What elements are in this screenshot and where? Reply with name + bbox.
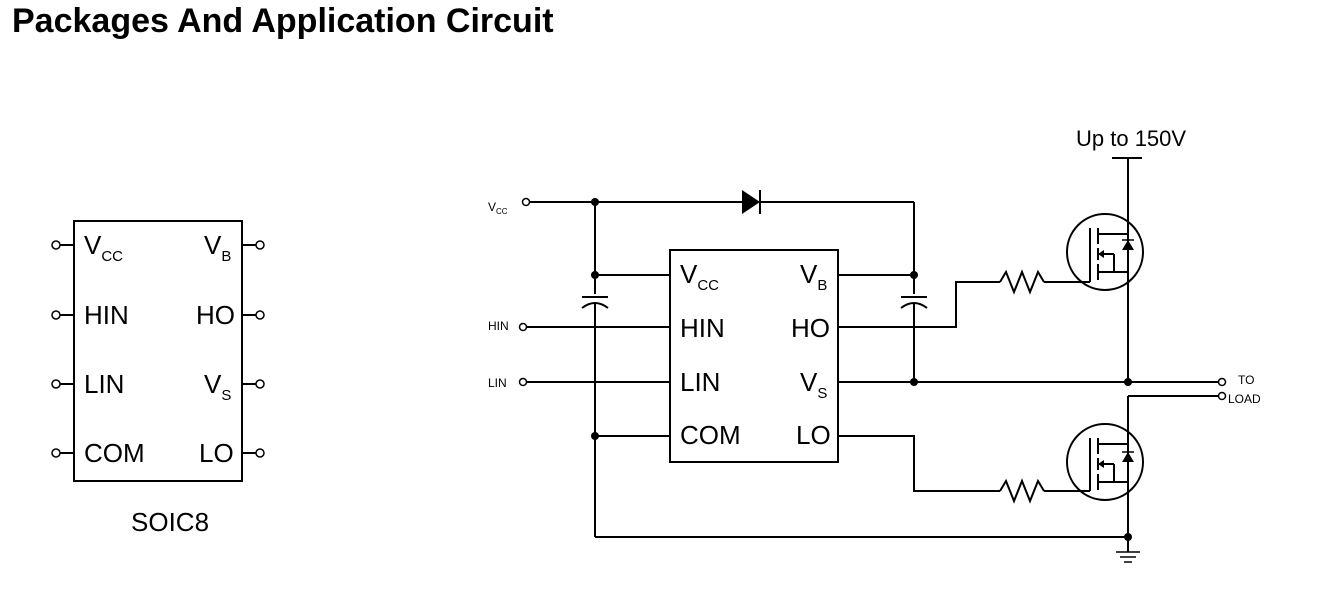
ic-pin-vs: VS: [800, 367, 827, 402]
svg-text:LO: LO: [199, 438, 234, 468]
svg-text:VB: VB: [204, 230, 231, 265]
package-right-pin-6: VS: [204, 369, 265, 404]
svg-text:COM: COM: [84, 438, 145, 468]
ic-pin-lin: LIN: [680, 367, 720, 397]
bootstrap-capacitor-icon: [900, 296, 928, 309]
page-title: Packages And Application Circuit: [12, 2, 554, 40]
high-side-resistor-icon: [999, 269, 1045, 295]
lo-wire: [838, 435, 1000, 492]
ic-pin-vcc: VCC: [680, 259, 719, 294]
output-terminal: [1217, 377, 1227, 387]
package-left-pin-4: COM: [51, 438, 145, 468]
ic-pin-com: COM: [680, 420, 741, 450]
output-label-load: LOAD: [1228, 392, 1261, 406]
svg-text:VCC: VCC: [84, 230, 123, 265]
package-body: [73, 220, 243, 482]
svg-text:HIN: HIN: [84, 300, 129, 330]
high-side-mosfet-icon: [1066, 212, 1144, 300]
package-left-pin-3: LIN: [51, 369, 124, 399]
low-side-resistor-icon: [999, 478, 1045, 504]
package-right-pin-8: VB: [204, 230, 265, 265]
package-left-pin-1: VCC: [51, 230, 123, 265]
application-circuit: Up to 150V VCC HIN LIN VCC: [488, 126, 1261, 563]
vcc-input-label: VCC: [488, 200, 508, 216]
svg-text:VS: VS: [204, 369, 231, 404]
package-right-pin-5: LO: [199, 438, 265, 468]
soic8-package: VCC HIN LIN COM VB HO VS LO: [51, 220, 265, 537]
svg-text:HO: HO: [196, 300, 235, 330]
ho-wire: [838, 281, 1000, 328]
ic-pin-hin: HIN: [680, 313, 725, 343]
output-label-to: TO: [1238, 373, 1254, 387]
package-right-pin-7: HO: [196, 300, 265, 330]
bootstrap-diode-icon: [742, 190, 760, 214]
lin-input-terminal: [518, 377, 528, 387]
svg-text:LIN: LIN: [84, 369, 124, 399]
supply-label: Up to 150V: [1076, 126, 1186, 151]
low-side-mosfet-icon: [1066, 396, 1144, 537]
package-left-pin-2: HIN: [51, 300, 129, 330]
hin-input-terminal: [518, 322, 528, 332]
ic-pin-lo: LO: [796, 420, 831, 450]
driver-ic: [669, 249, 839, 463]
vcc-capacitor-icon: [581, 296, 609, 309]
package-name: SOIC8: [131, 507, 209, 537]
ground-icon: [1116, 551, 1140, 563]
hin-input-label: HIN: [488, 319, 509, 333]
vcc-input-terminal: [521, 197, 531, 207]
ic-pin-ho: HO: [791, 313, 830, 343]
lin-input-label: LIN: [488, 376, 507, 390]
ic-pin-vb: VB: [800, 259, 827, 294]
